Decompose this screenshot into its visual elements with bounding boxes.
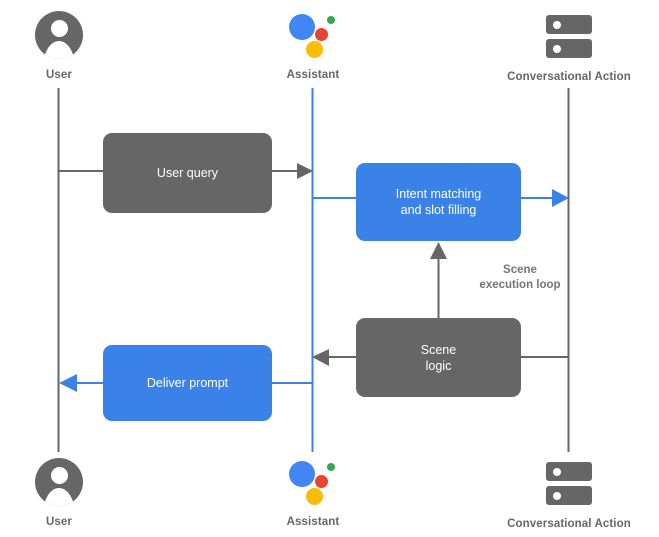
actor-assistant-top-label: Assistant [286, 69, 340, 81]
actor-assistant-top: Assistant [243, 8, 383, 81]
actor-conversational-action-top: Conversational Action [499, 10, 639, 83]
actor-user-bottom: User [0, 455, 129, 528]
node-scene-logic-label: Scene logic [420, 342, 457, 373]
actor-user-top: User [0, 8, 129, 81]
node-intent-matching[interactable]: Intent matching and slot filling [356, 163, 521, 241]
node-deliver-prompt[interactable]: Deliver prompt [103, 345, 272, 421]
google-assistant-icon [243, 8, 383, 62]
edge-scene-logic-to-intent-arrowhead [430, 242, 447, 259]
edge-query-to-assistant-arrowhead [297, 163, 313, 179]
actor-assistant-bottom: Assistant [243, 455, 383, 528]
actor-conversational-action-bottom-label: Conversational Action [507, 518, 631, 530]
user-avatar-icon [0, 455, 129, 509]
actor-user-top-label: User [46, 69, 72, 81]
server-icon [499, 10, 639, 64]
node-user-query[interactable]: User query [103, 133, 272, 213]
edge-deliver-to-user-arrowhead [59, 374, 77, 392]
node-scene-logic[interactable]: Scene logic [356, 318, 521, 397]
google-assistant-icon [243, 455, 383, 509]
edge-scene-logic-to-assistant-arrowhead [312, 349, 329, 366]
actor-user-bottom-label: User [46, 516, 72, 528]
actor-conversational-action-bottom: Conversational Action [499, 457, 639, 530]
node-intent-matching-label: Intent matching and slot filling [395, 187, 482, 217]
annotation-scene-execution-loop: Scene execution loop [479, 264, 561, 291]
edge-intent-to-action-arrowhead [552, 189, 569, 207]
node-user-query-label: User query [156, 166, 219, 180]
user-avatar-icon [0, 8, 129, 62]
server-icon [499, 457, 639, 511]
actor-assistant-bottom-label: Assistant [286, 516, 340, 528]
node-deliver-prompt-label: Deliver prompt [146, 376, 229, 390]
actor-conversational-action-top-label: Conversational Action [507, 71, 631, 83]
